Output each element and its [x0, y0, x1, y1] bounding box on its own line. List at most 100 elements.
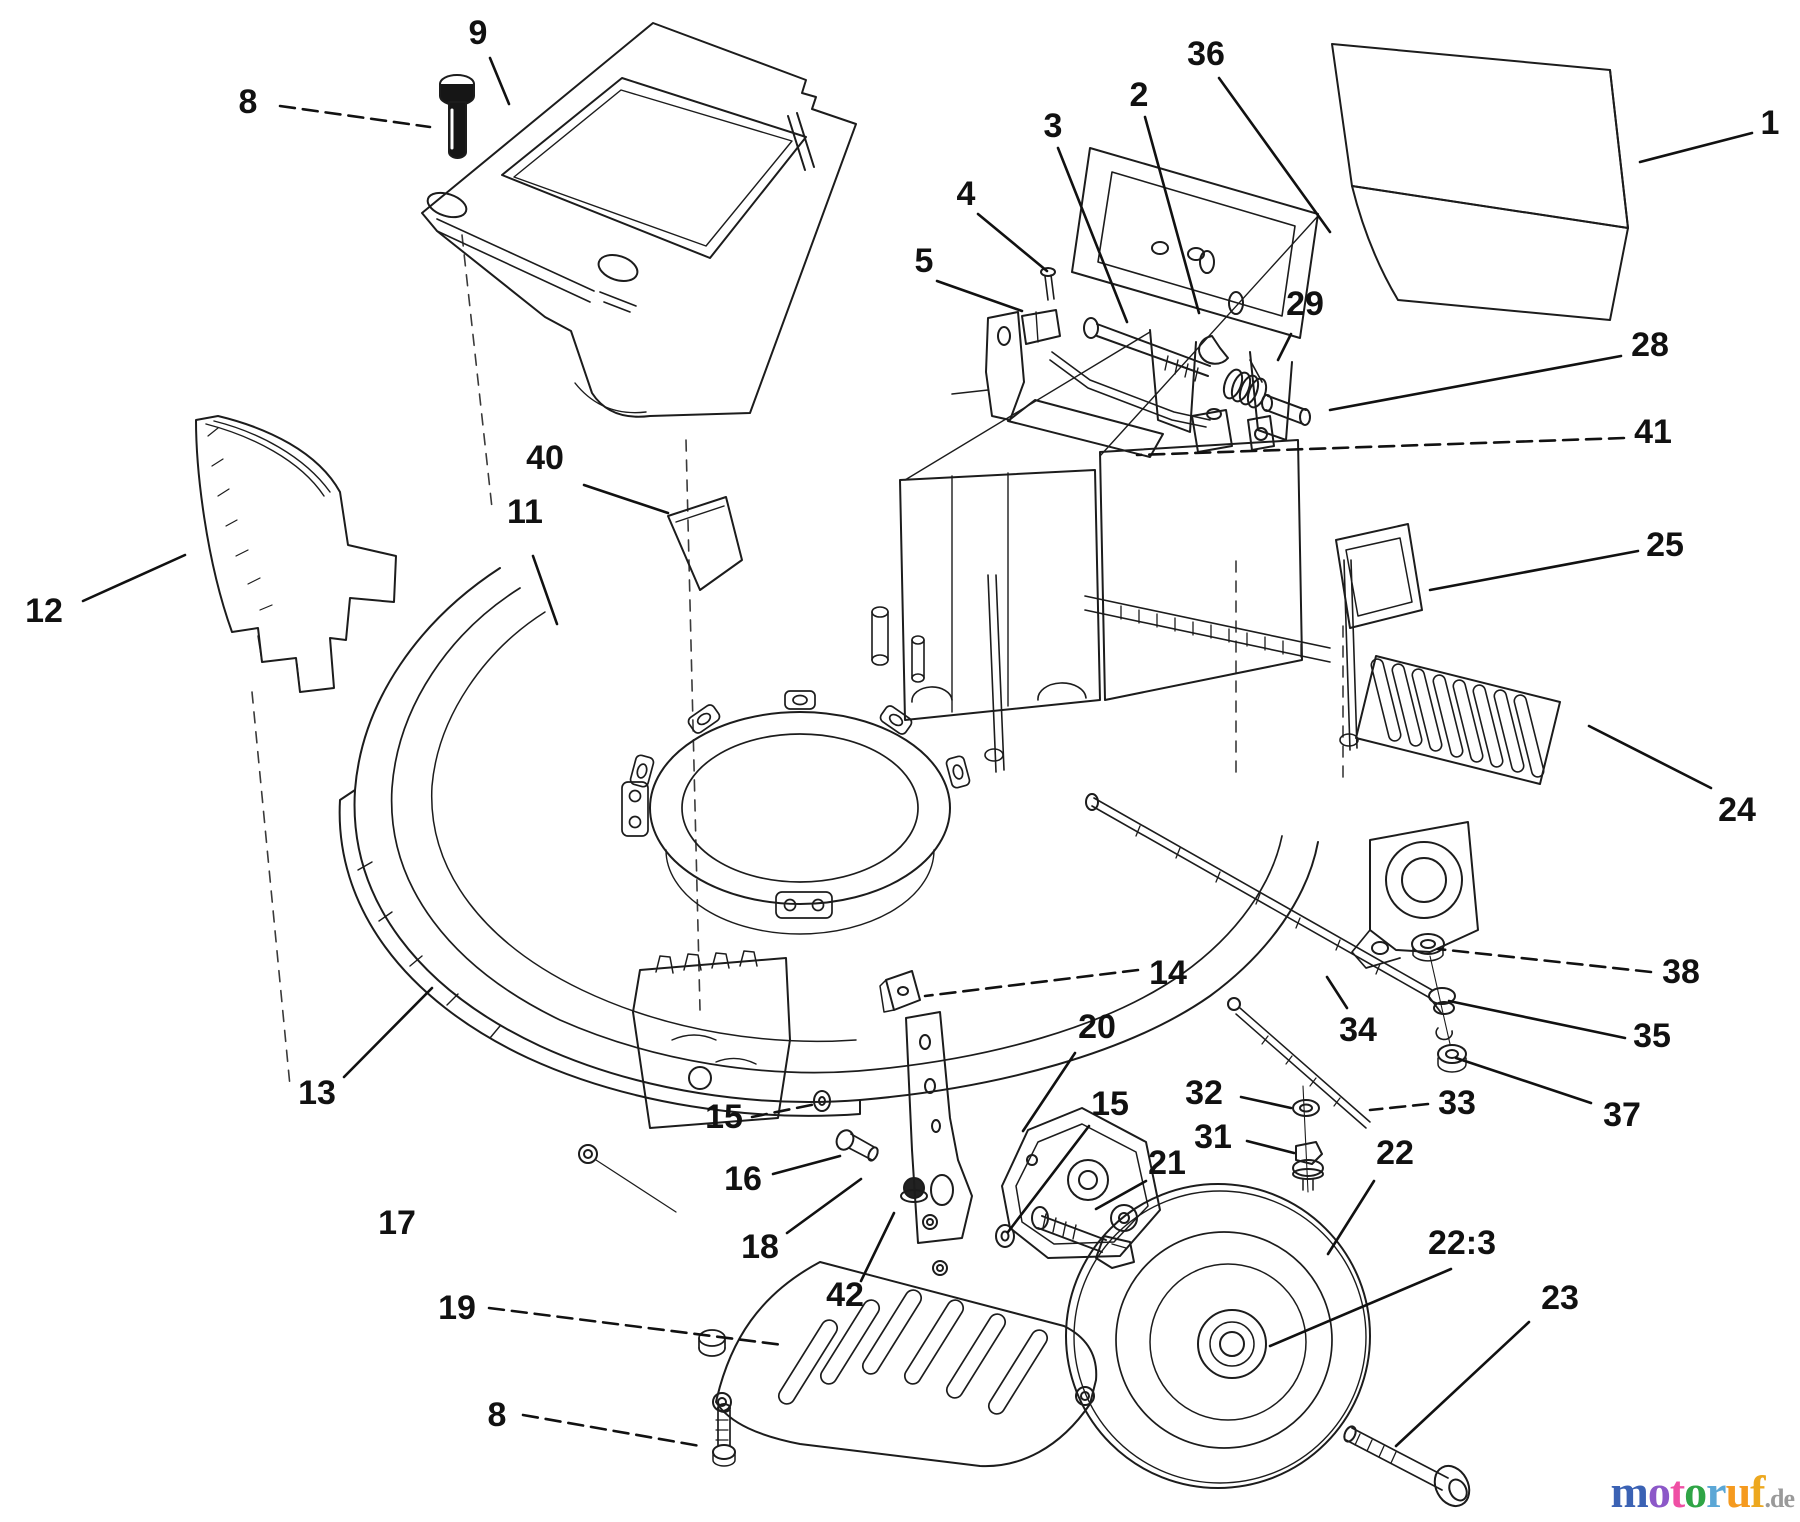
leader-line-15b	[1006, 1124, 1091, 1234]
part-rod-33	[1227, 997, 1371, 1193]
part-bolt-23	[1343, 1425, 1471, 1508]
callout-label-5: 5	[915, 242, 934, 280]
leader-line-13	[342, 986, 434, 1079]
part-nut-38	[1411, 933, 1445, 962]
axis-line-38-37	[1429, 955, 1451, 1045]
leader-line-19	[487, 1306, 785, 1347]
watermark-letter: r	[1706, 1466, 1726, 1517]
part-bolt-8-top	[439, 74, 475, 159]
leader-line-22:3	[1268, 1267, 1453, 1348]
deck-bolt-tabs	[621, 781, 833, 919]
part-bolt-21	[1037, 1213, 1135, 1269]
leader-line-3	[1056, 146, 1129, 324]
callout-label-12: 12	[25, 592, 63, 630]
leader-line-8a	[278, 104, 432, 129]
leader-line-28	[1328, 354, 1623, 412]
callout-label-42: 42	[826, 1276, 864, 1314]
leader-line-1	[1638, 131, 1754, 164]
leader-line-21	[1094, 1179, 1148, 1211]
leader-line-18	[785, 1177, 863, 1235]
part-gearcase-20	[1001, 1107, 1161, 1259]
part-block-14	[879, 970, 921, 1013]
callout-label-25: 25	[1646, 526, 1684, 564]
callout-label-14: 14	[1149, 954, 1187, 992]
part-bracket-18	[905, 1011, 973, 1244]
callout-label-40: 40	[526, 439, 564, 477]
leader-line-9	[488, 56, 511, 106]
leader-line-22	[1326, 1179, 1376, 1256]
part-front-mount-bracket	[632, 950, 791, 1129]
part-slotted-cover-19	[712, 1260, 1098, 1468]
callout-label-4: 4	[957, 175, 976, 213]
part-bolt-8-bottom	[712, 1403, 736, 1467]
callout-label-9: 9	[469, 14, 488, 52]
callout-label-28: 28	[1631, 326, 1669, 364]
callout-label-32: 32	[1185, 1074, 1223, 1112]
watermark-letter: f	[1750, 1466, 1765, 1517]
part-deck-housing-11	[338, 439, 1359, 1129]
leader-line-23	[1394, 1320, 1531, 1448]
leader-line-8b	[521, 1413, 702, 1448]
part-wheel-22	[1065, 1183, 1371, 1489]
part-washer-15-left	[813, 1090, 831, 1112]
part-pin-28	[1261, 394, 1311, 426]
part-washer-35	[1428, 987, 1456, 1041]
callout-label-13: 13	[298, 1074, 336, 1112]
callout-label-24: 24	[1718, 791, 1756, 829]
leader-line-15a	[750, 1102, 818, 1119]
watermark-letter: u	[1725, 1466, 1752, 1517]
watermark-motoruf: motoruf.de	[1611, 1469, 1795, 1515]
callout-label-16: 16	[724, 1160, 762, 1198]
part-bolt-16	[835, 1129, 879, 1162]
leader-line-24	[1587, 724, 1713, 790]
callout-label-22:3: 22:3	[1428, 1224, 1496, 1262]
construction-lines	[251, 234, 1344, 1087]
callout-label-23: 23	[1541, 1279, 1579, 1317]
callout-label-20: 20	[1078, 1008, 1116, 1046]
leader-line-12	[81, 553, 187, 603]
callout-label-2: 2	[1130, 76, 1149, 114]
part-rear-plate-41	[1007, 399, 1164, 458]
watermark-letter: o	[1684, 1466, 1707, 1517]
leader-line-31	[1245, 1139, 1296, 1155]
deck-rear-walls	[899, 439, 1331, 721]
callout-label-31: 31	[1194, 1118, 1232, 1156]
part-spring-29	[1222, 359, 1268, 409]
part-bearing-bracket	[1351, 821, 1479, 969]
callout-label-41: 41	[1634, 413, 1672, 451]
part-screw-31	[1292, 1141, 1324, 1191]
part-latch-linkage	[951, 267, 1311, 453]
callout-label-34: 34	[1339, 1011, 1377, 1049]
part-washer-15-mid	[578, 1144, 677, 1213]
part-top-cover-9	[421, 22, 857, 418]
callout-label-8a: 8	[239, 83, 258, 121]
leader-line-29	[1276, 332, 1293, 362]
leader-line-36	[1217, 76, 1332, 234]
leader-line-37	[1454, 1056, 1593, 1105]
callout-label-22: 22	[1376, 1134, 1414, 1172]
deck-standoff-posts	[871, 606, 925, 683]
leader-line-32	[1239, 1095, 1293, 1110]
leader-line-38	[1436, 947, 1653, 974]
callout-label-18: 18	[741, 1228, 779, 1266]
leader-line-5	[935, 279, 1024, 313]
part-bag-lid-1	[1199, 43, 1629, 321]
leader-line-20	[1021, 1051, 1077, 1133]
part-locknut-37	[1437, 1044, 1467, 1073]
callout-label-17: 17	[378, 1204, 416, 1242]
watermark-letter: t	[1669, 1466, 1685, 1517]
part-side-baffle-12	[195, 415, 397, 693]
watermark-letter: m	[1610, 1466, 1649, 1517]
callout-label-36: 36	[1187, 35, 1225, 73]
callout-label-38: 38	[1662, 953, 1700, 991]
watermark-suffix: .de	[1764, 1484, 1795, 1513]
leader-line-34	[1325, 975, 1349, 1010]
leader-line-11	[531, 554, 559, 626]
callout-label-15a: 15	[705, 1098, 743, 1136]
deck-bolt-ears	[629, 690, 971, 789]
part-washer-32	[1292, 1099, 1320, 1117]
watermark-letter: o	[1647, 1466, 1671, 1517]
callout-label-29: 29	[1286, 285, 1324, 323]
